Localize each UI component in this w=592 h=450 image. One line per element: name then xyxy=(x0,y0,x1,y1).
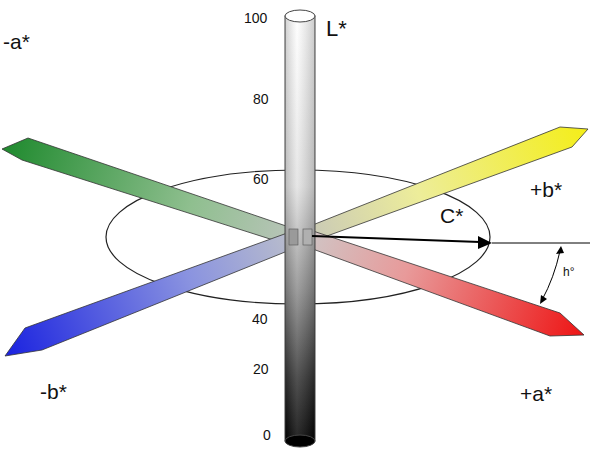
cylinder-bottom xyxy=(285,435,315,447)
cylinder-shading xyxy=(285,16,315,441)
chroma-arrowhead xyxy=(478,236,492,249)
hue-arc-arrowhead xyxy=(556,246,564,254)
blue-axis-arm xyxy=(5,232,290,356)
axis-label: +b* xyxy=(530,178,562,201)
axis-label: C* xyxy=(440,204,463,227)
axis-label: -a* xyxy=(3,30,30,53)
axis-label: 0 xyxy=(263,428,271,443)
yellow-axis-arm xyxy=(305,127,588,244)
axis-crossing xyxy=(303,229,312,245)
hue-arc-arrowhead xyxy=(540,295,547,304)
green-axis-arm xyxy=(2,138,292,246)
reference-line xyxy=(492,243,590,244)
axis-label: 20 xyxy=(253,362,269,377)
axis-label: 60 xyxy=(253,172,269,187)
axis-label: L* xyxy=(326,17,347,41)
cylinder-top xyxy=(285,10,315,22)
chroma-arrow xyxy=(312,236,480,242)
axis-label: 40 xyxy=(252,312,268,327)
red-axis-arm xyxy=(310,230,584,336)
axis-label: -b* xyxy=(40,380,67,403)
axis-label: +a* xyxy=(520,382,552,405)
axis-label: h° xyxy=(563,266,574,279)
axis-crossing xyxy=(289,229,298,245)
axis-label: 100 xyxy=(244,11,267,26)
lightness-cylinder xyxy=(285,16,315,441)
axis-label: 80 xyxy=(253,92,269,107)
hue-angle-arc xyxy=(542,251,560,300)
